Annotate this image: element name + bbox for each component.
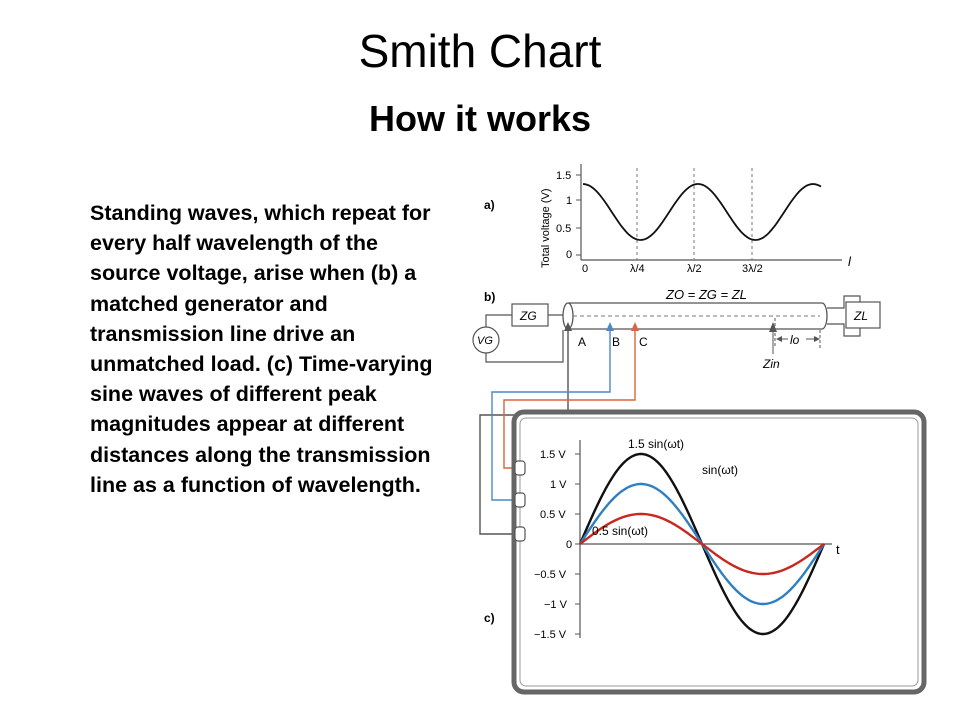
wire-c: [503, 330, 636, 469]
wire-b: [491, 330, 611, 501]
panel-a-xtick-4: 3λ/2: [742, 263, 763, 275]
voltage-source-label: VG: [477, 335, 493, 347]
length-arrow-left: [776, 336, 782, 342]
panel-a-ytick-3: 0.5: [556, 223, 571, 235]
curve-label-large: 1.5 sin(ωt): [628, 437, 684, 451]
slide-subtitle: How it works: [368, 98, 592, 139]
panel-c-label: c): [484, 611, 495, 625]
panel-a-ylabel: Total voltage (V): [540, 189, 552, 268]
panel-c-x-axis-label: t: [836, 542, 840, 557]
panel-a-standing-wave: [582, 183, 822, 241]
zin-arrow: [769, 322, 777, 332]
generator-impedance-label: ZG: [519, 309, 537, 323]
point-a-label: A: [578, 335, 586, 349]
panel-a-x-axis-label: l: [848, 254, 852, 269]
slide-title: Smith Chart: [358, 25, 602, 77]
probe-connector-a: [514, 526, 526, 542]
length-label: lo: [790, 333, 800, 347]
panel-a-ytick-2: 1: [566, 195, 572, 207]
input-impedance-label: Zin: [762, 357, 780, 371]
panel-c-ytick-1: 1.5 V: [540, 449, 566, 461]
panel-b: b) ZO = ZG = ZL ZG VG ZL A B C: [472, 287, 881, 535]
point-b-arrow: [606, 322, 614, 331]
curve-label-mid: sin(ωt): [702, 463, 738, 477]
point-c-label: C: [639, 335, 648, 349]
panel-c-ytick-6: −1 V: [544, 599, 568, 611]
panel-c-ytick-3: 0.5 V: [540, 509, 566, 521]
generator-wiring: [485, 314, 564, 363]
panel-a-xtick-2: λ/4: [630, 263, 645, 275]
probe-connector-c: [514, 460, 526, 476]
wire-a: [479, 330, 569, 535]
point-c-arrow: [631, 322, 639, 331]
curve-label-small: 0.5 sin(ωt): [592, 524, 648, 538]
panel-a-gridlines: [636, 168, 753, 260]
panel-c-ytick-5: −0.5 V: [534, 569, 567, 581]
panel-b-equation: ZO = ZG = ZL: [665, 287, 747, 302]
panel-a-xtick-3: λ/2: [687, 263, 702, 275]
panel-a-label: a): [484, 198, 495, 212]
probe-connector-b: [514, 492, 526, 508]
standing-wave-figure: a) Total voltage (V) 1.5 1 0.5 0 0 λ/4 λ…: [472, 164, 927, 695]
load-impedance-label: ZL: [853, 309, 868, 323]
point-a-arrow: [564, 322, 572, 331]
panel-c-ytick-4: 0: [566, 539, 572, 551]
panel-c-ytick-2: 1 V: [550, 479, 567, 491]
panel-c: c) 1.5 V 1 V 0.5 V 0 −0.5 V −1 V −1.5 V …: [484, 409, 927, 695]
length-arrow-right: [814, 336, 820, 342]
panel-a-ytick-1: 1.5: [556, 170, 571, 182]
point-b-label: B: [612, 335, 620, 349]
curve-0-5-sin: [579, 512, 825, 576]
panel-c-ytick-7: −1.5 V: [534, 629, 567, 641]
oscilloscope-inner-frame: [519, 417, 919, 687]
panel-b-label: b): [484, 290, 495, 304]
oscilloscope-frame: [511, 409, 927, 695]
panel-a-xtick-1: 0: [582, 263, 588, 275]
load-impedance-box: [845, 301, 881, 329]
transmission-line: [562, 302, 828, 330]
slide-body-text: Standing waves, which repeat for every h…: [90, 201, 433, 497]
panel-a: a) Total voltage (V) 1.5 1 0.5 0 0 λ/4 λ…: [484, 164, 852, 275]
panel-a-ytick-4: 0: [566, 249, 572, 261]
